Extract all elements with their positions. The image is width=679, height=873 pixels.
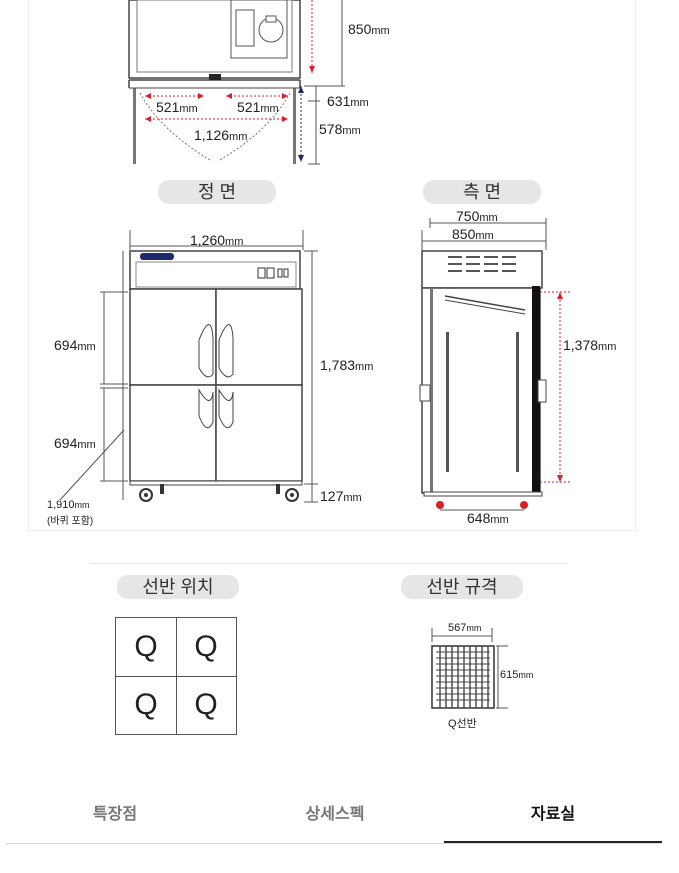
top-width-total-label: 1,126mm: [194, 127, 248, 143]
side-base-depth-label: 648mm: [467, 510, 509, 526]
shelf-cell: Q: [134, 630, 158, 663]
shelf-depth-label: 615mm: [500, 669, 534, 681]
top-view-drawing: [128, 0, 345, 165]
tab-features[interactable]: 특장점: [92, 806, 138, 823]
tab-bar-underline: [6, 843, 662, 844]
side-view-drawing: [419, 218, 572, 511]
top-depth-631-label: 631mm: [327, 93, 369, 109]
shelf-cell: Q: [194, 688, 218, 721]
top-height-label: 850mm: [348, 21, 390, 37]
shelf-position-title: 선반 위치: [117, 575, 239, 599]
front-view-drawing: [59, 230, 318, 503]
shelf-width-label: 567mm: [448, 622, 482, 634]
shelf-cell: Q: [194, 630, 218, 663]
side-inner-height-label: 1,378mm: [563, 337, 617, 353]
top-width-left-label: 521mm: [156, 99, 198, 115]
shelf-type-label: Q선반: [448, 718, 477, 730]
shelf-position-grid: Q Q Q Q: [115, 617, 237, 735]
front-door-upper-label: 694mm: [54, 337, 96, 353]
front-total-height-note: (바퀴 포함): [47, 516, 94, 527]
tab-downloads[interactable]: 자료실: [530, 806, 576, 823]
front-total-height-label: 1,910mm: [47, 499, 90, 511]
front-width-label: 1,260mm: [190, 232, 244, 248]
front-view-title: 정 면: [158, 180, 276, 204]
top-width-right-label: 521mm: [237, 99, 279, 115]
side-depth-850-label: 850mm: [452, 226, 494, 242]
shelf-spec-title: 선반 규격: [401, 575, 523, 599]
top-depth-578-label: 578mm: [319, 121, 361, 137]
front-door-lower-label: 694mm: [54, 435, 96, 451]
front-height-label: 1,783mm: [320, 357, 374, 373]
tab-specs[interactable]: 상세스펙: [305, 806, 365, 823]
side-view-title: 측 면: [423, 180, 541, 204]
shelf-cell: Q: [134, 688, 158, 721]
front-base-label: 127mm: [320, 488, 362, 504]
tab-active-indicator: [444, 841, 662, 843]
section-divider: [90, 563, 568, 564]
side-depth-750-label: 750mm: [456, 208, 498, 224]
shelf-rack-drawing: [431, 628, 508, 709]
